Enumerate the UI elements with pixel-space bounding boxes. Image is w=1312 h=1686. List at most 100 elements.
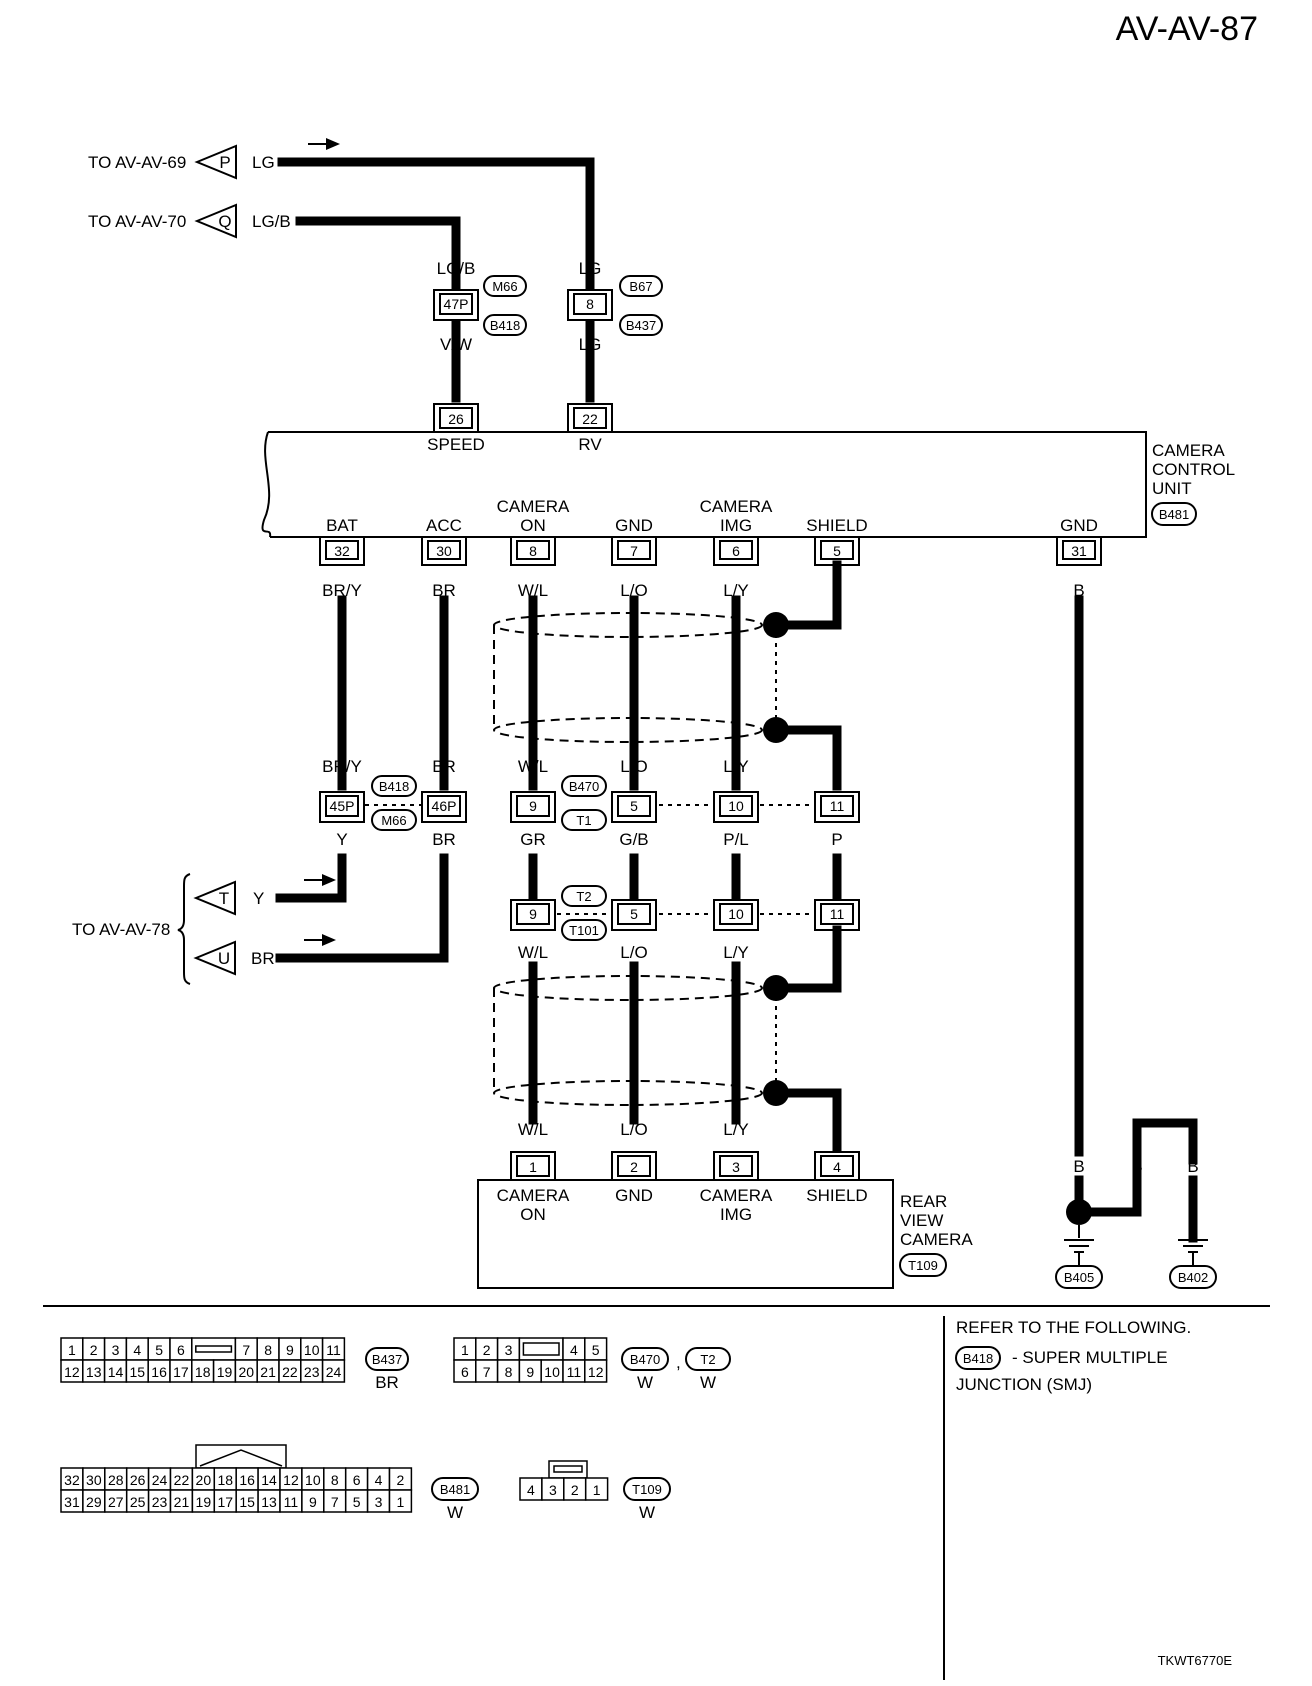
cavity-number: 15	[130, 1364, 146, 1380]
cavity-number: 9	[309, 1494, 317, 1510]
cavity-number: 7	[331, 1494, 339, 1510]
connector-id: T101	[569, 923, 599, 938]
offpage-u-wire: BR	[251, 949, 275, 968]
upper-connector-47p: LG/B 47P V/W M66 B418	[433, 259, 527, 354]
cavity-number: 4	[133, 1342, 141, 1358]
cavity-number: 21	[174, 1494, 190, 1510]
cavity-number: 6	[353, 1472, 361, 1488]
cavity-number: 20	[196, 1472, 212, 1488]
connector-id: B481	[440, 1482, 470, 1497]
pin-name: CAMERA	[497, 497, 570, 516]
connector-id: B437	[626, 318, 656, 333]
ccu-name: CAMERA	[1152, 441, 1225, 460]
ground-id: B402	[1178, 1270, 1208, 1285]
connector-id: B470	[569, 779, 599, 794]
pin-label: 10	[728, 906, 744, 922]
wire-label: BR	[432, 830, 456, 849]
wire-label: L/O	[620, 1120, 647, 1139]
wire-label: W/L	[518, 757, 548, 776]
cavity-number: 6	[177, 1342, 185, 1358]
cavity-number: 6	[461, 1364, 469, 1380]
wire-label: P	[831, 830, 842, 849]
pin-name: ON	[520, 516, 546, 535]
cavity-number: 8	[264, 1342, 272, 1358]
wires-upper: BR/Y BR W/L L/O L/Y B	[322, 341, 1085, 1157]
wire-label: L/O	[620, 943, 647, 962]
pin-name: ON	[520, 1205, 546, 1224]
connector-color: BR	[375, 1373, 399, 1392]
pin-label: 11	[830, 798, 845, 814]
cavity-number: 22	[174, 1472, 190, 1488]
offpage-p-wire: LG	[252, 153, 275, 172]
camera-control-unit: 26 SPEED 22 RV CAMERA CONTROL UNIT B481 …	[261, 403, 1235, 566]
cavity-number: 18	[217, 1472, 233, 1488]
pin-label: 5	[833, 543, 841, 559]
offpage-u-letter: U	[218, 949, 230, 968]
wires-lower	[493, 925, 842, 1155]
upper-connector-8: LG 8 LG B67 B437	[567, 259, 663, 354]
pin-name: GND	[615, 1186, 653, 1205]
pin-name: GND	[1060, 516, 1098, 535]
connector-color: W	[700, 1373, 716, 1392]
offpage-q: TO AV-AV-70 Q LG/B	[88, 203, 461, 403]
pin-label: 22	[582, 411, 598, 427]
cavity-number: 3	[505, 1342, 513, 1358]
pin-label: 30	[436, 543, 452, 559]
pin-label: 6	[732, 543, 740, 559]
cavity-number: 27	[108, 1494, 124, 1510]
pin-name: GND	[615, 516, 653, 535]
camera-name: REAR	[900, 1192, 947, 1211]
connector-id: B437	[372, 1352, 402, 1367]
pin-label: 7	[630, 543, 638, 559]
cavity-number: 1	[593, 1482, 601, 1498]
connector-color: W	[637, 1373, 653, 1392]
cavity-number: 11	[567, 1364, 582, 1380]
cavity-number: 31	[64, 1494, 80, 1510]
camera-name: VIEW	[900, 1211, 943, 1230]
cavity-number: 11	[284, 1494, 299, 1510]
pin-label: 5	[630, 906, 638, 922]
pin-name: CAMERA	[700, 497, 773, 516]
wire-label: Y	[336, 830, 347, 849]
cavity-number: 16	[151, 1364, 167, 1380]
pin-name: IMG	[720, 1205, 752, 1224]
connector-id: B470	[630, 1352, 660, 1367]
cavity-number: 2	[397, 1472, 405, 1488]
wire-label: W/L	[518, 1120, 548, 1139]
pin-label: 32	[334, 543, 350, 559]
pin-name: ACC	[426, 516, 462, 535]
offpage-q-text: TO AV-AV-70	[88, 212, 186, 231]
offpage-t-letter: T	[219, 889, 229, 908]
wire-label: L/Y	[723, 581, 749, 600]
connector-color: W	[447, 1503, 463, 1522]
pin-label: 11	[830, 906, 845, 922]
reference-note: REFER TO THE FOLLOWING. B418 - SUPER MUL…	[955, 1318, 1191, 1394]
pin-label: 8	[586, 296, 594, 312]
wire-label: L/O	[620, 581, 647, 600]
connector-id: T109	[632, 1482, 662, 1497]
wire-label: G/B	[619, 830, 648, 849]
cavity-number: 23	[304, 1364, 320, 1380]
wires-middle	[275, 853, 842, 963]
page-ref: AV-AV-87	[1116, 10, 1258, 48]
cavity-number: 2	[90, 1342, 98, 1358]
offpage-p-text: TO AV-AV-69	[88, 153, 186, 172]
cavity-number: 26	[130, 1472, 146, 1488]
cavity-number: 4	[570, 1342, 578, 1358]
pin-name: CAMERA	[700, 1186, 773, 1205]
wire-label: L/Y	[723, 1120, 749, 1139]
connector-id: M66	[492, 279, 517, 294]
cavity-number: 28	[108, 1472, 124, 1488]
cavity-number: 2	[571, 1482, 579, 1498]
connector-id: M66	[381, 813, 406, 828]
pin-label: 9	[529, 906, 537, 922]
grounds: B B B B405 B402	[1055, 1118, 1217, 1289]
pin-label: 3	[732, 1159, 740, 1175]
offpage-t-text: TO AV-AV-78	[72, 920, 170, 939]
offpage-tu: TO AV-AV-78 T Y U BR	[72, 873, 275, 985]
cavity-number: 3	[112, 1342, 120, 1358]
cavity-number: 2	[483, 1342, 491, 1358]
wire-label: W/L	[518, 581, 548, 600]
